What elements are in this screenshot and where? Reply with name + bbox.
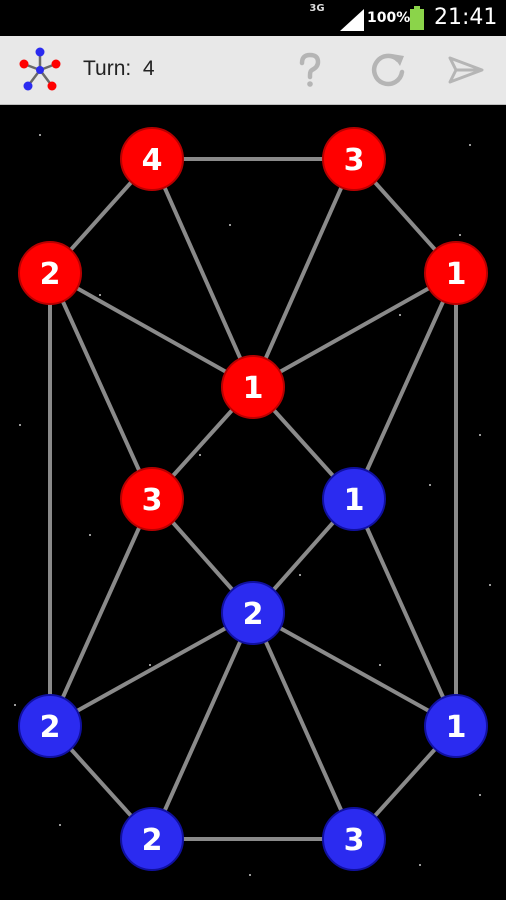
node-n10[interactable]: 1 [424, 694, 488, 758]
node-value: 3 [344, 823, 365, 858]
node-n3[interactable]: 2 [18, 241, 82, 305]
toolbar: Turn: 4 [0, 36, 506, 105]
node-value: 4 [142, 143, 163, 178]
edge-n8-n12 [251, 612, 356, 840]
edge-n3-n6 [48, 272, 154, 500]
node-circle[interactable] [18, 694, 82, 758]
node-circle[interactable] [18, 241, 82, 305]
node-circle[interactable] [120, 807, 184, 871]
edge-n4-n7 [352, 272, 458, 500]
battery-percent: 100% [367, 10, 411, 26]
node-value: 1 [446, 257, 467, 292]
node-n8[interactable]: 2 [221, 581, 285, 645]
restart-icon[interactable] [368, 50, 408, 90]
node-n1[interactable]: 4 [120, 127, 184, 191]
node-circle[interactable] [424, 241, 488, 305]
node-circle[interactable] [221, 355, 285, 419]
node-circle[interactable] [120, 127, 184, 191]
node-n2[interactable]: 3 [322, 127, 386, 191]
node-value: 3 [142, 483, 163, 518]
node-value: 2 [243, 597, 264, 632]
node-value: 2 [40, 257, 61, 292]
send-icon[interactable] [446, 50, 486, 90]
node-circle[interactable] [322, 807, 386, 871]
node-circle[interactable] [424, 694, 488, 758]
node-circle[interactable] [322, 127, 386, 191]
help-icon[interactable] [290, 50, 330, 90]
node-n12[interactable]: 3 [322, 807, 386, 871]
edge-n6-n9 [48, 498, 154, 727]
turn-indicator: Turn: 4 [83, 57, 155, 81]
node-value: 2 [142, 823, 163, 858]
battery-icon [410, 6, 424, 30]
board-edges [48, 157, 458, 841]
edge-n8-n9 [49, 611, 254, 728]
edge-n3-n5 [49, 271, 254, 389]
app-logo-icon [19, 47, 61, 91]
turn-label-text: Turn: [83, 57, 132, 80]
edge-n1-n5 [150, 158, 255, 388]
node-value: 2 [40, 710, 61, 745]
node-n5[interactable]: 1 [221, 355, 285, 419]
node-n7[interactable]: 1 [322, 467, 386, 531]
turn-number: 4 [142, 57, 155, 80]
node-circle[interactable] [322, 467, 386, 531]
node-circle[interactable] [120, 467, 184, 531]
clock: 21:41 [434, 5, 498, 30]
edge-n8-n11 [150, 612, 255, 840]
node-n9[interactable]: 2 [18, 694, 82, 758]
network-indicator: 3G [309, 3, 325, 14]
node-value: 3 [344, 143, 365, 178]
node-n11[interactable]: 2 [120, 807, 184, 871]
edge-n7-n10 [352, 498, 458, 727]
board-nodes: 4 3 2 1 1 3 1 2 2 1 2 3 [18, 127, 488, 871]
edge-n2-n5 [251, 158, 356, 388]
node-circle[interactable] [221, 581, 285, 645]
node-n4[interactable]: 1 [424, 241, 488, 305]
node-value: 1 [446, 710, 467, 745]
status-bar: 3G 100% 21:41 [0, 0, 506, 36]
edge-n4-n5 [252, 271, 457, 389]
node-value: 1 [344, 483, 365, 518]
node-n6[interactable]: 3 [120, 467, 184, 531]
starfield [14, 134, 491, 876]
node-value: 1 [243, 371, 264, 406]
edge-n8-n10 [252, 611, 457, 728]
signal-icon [340, 9, 364, 31]
game-board: 4 3 2 1 1 3 1 2 2 1 2 3 [14, 127, 491, 876]
